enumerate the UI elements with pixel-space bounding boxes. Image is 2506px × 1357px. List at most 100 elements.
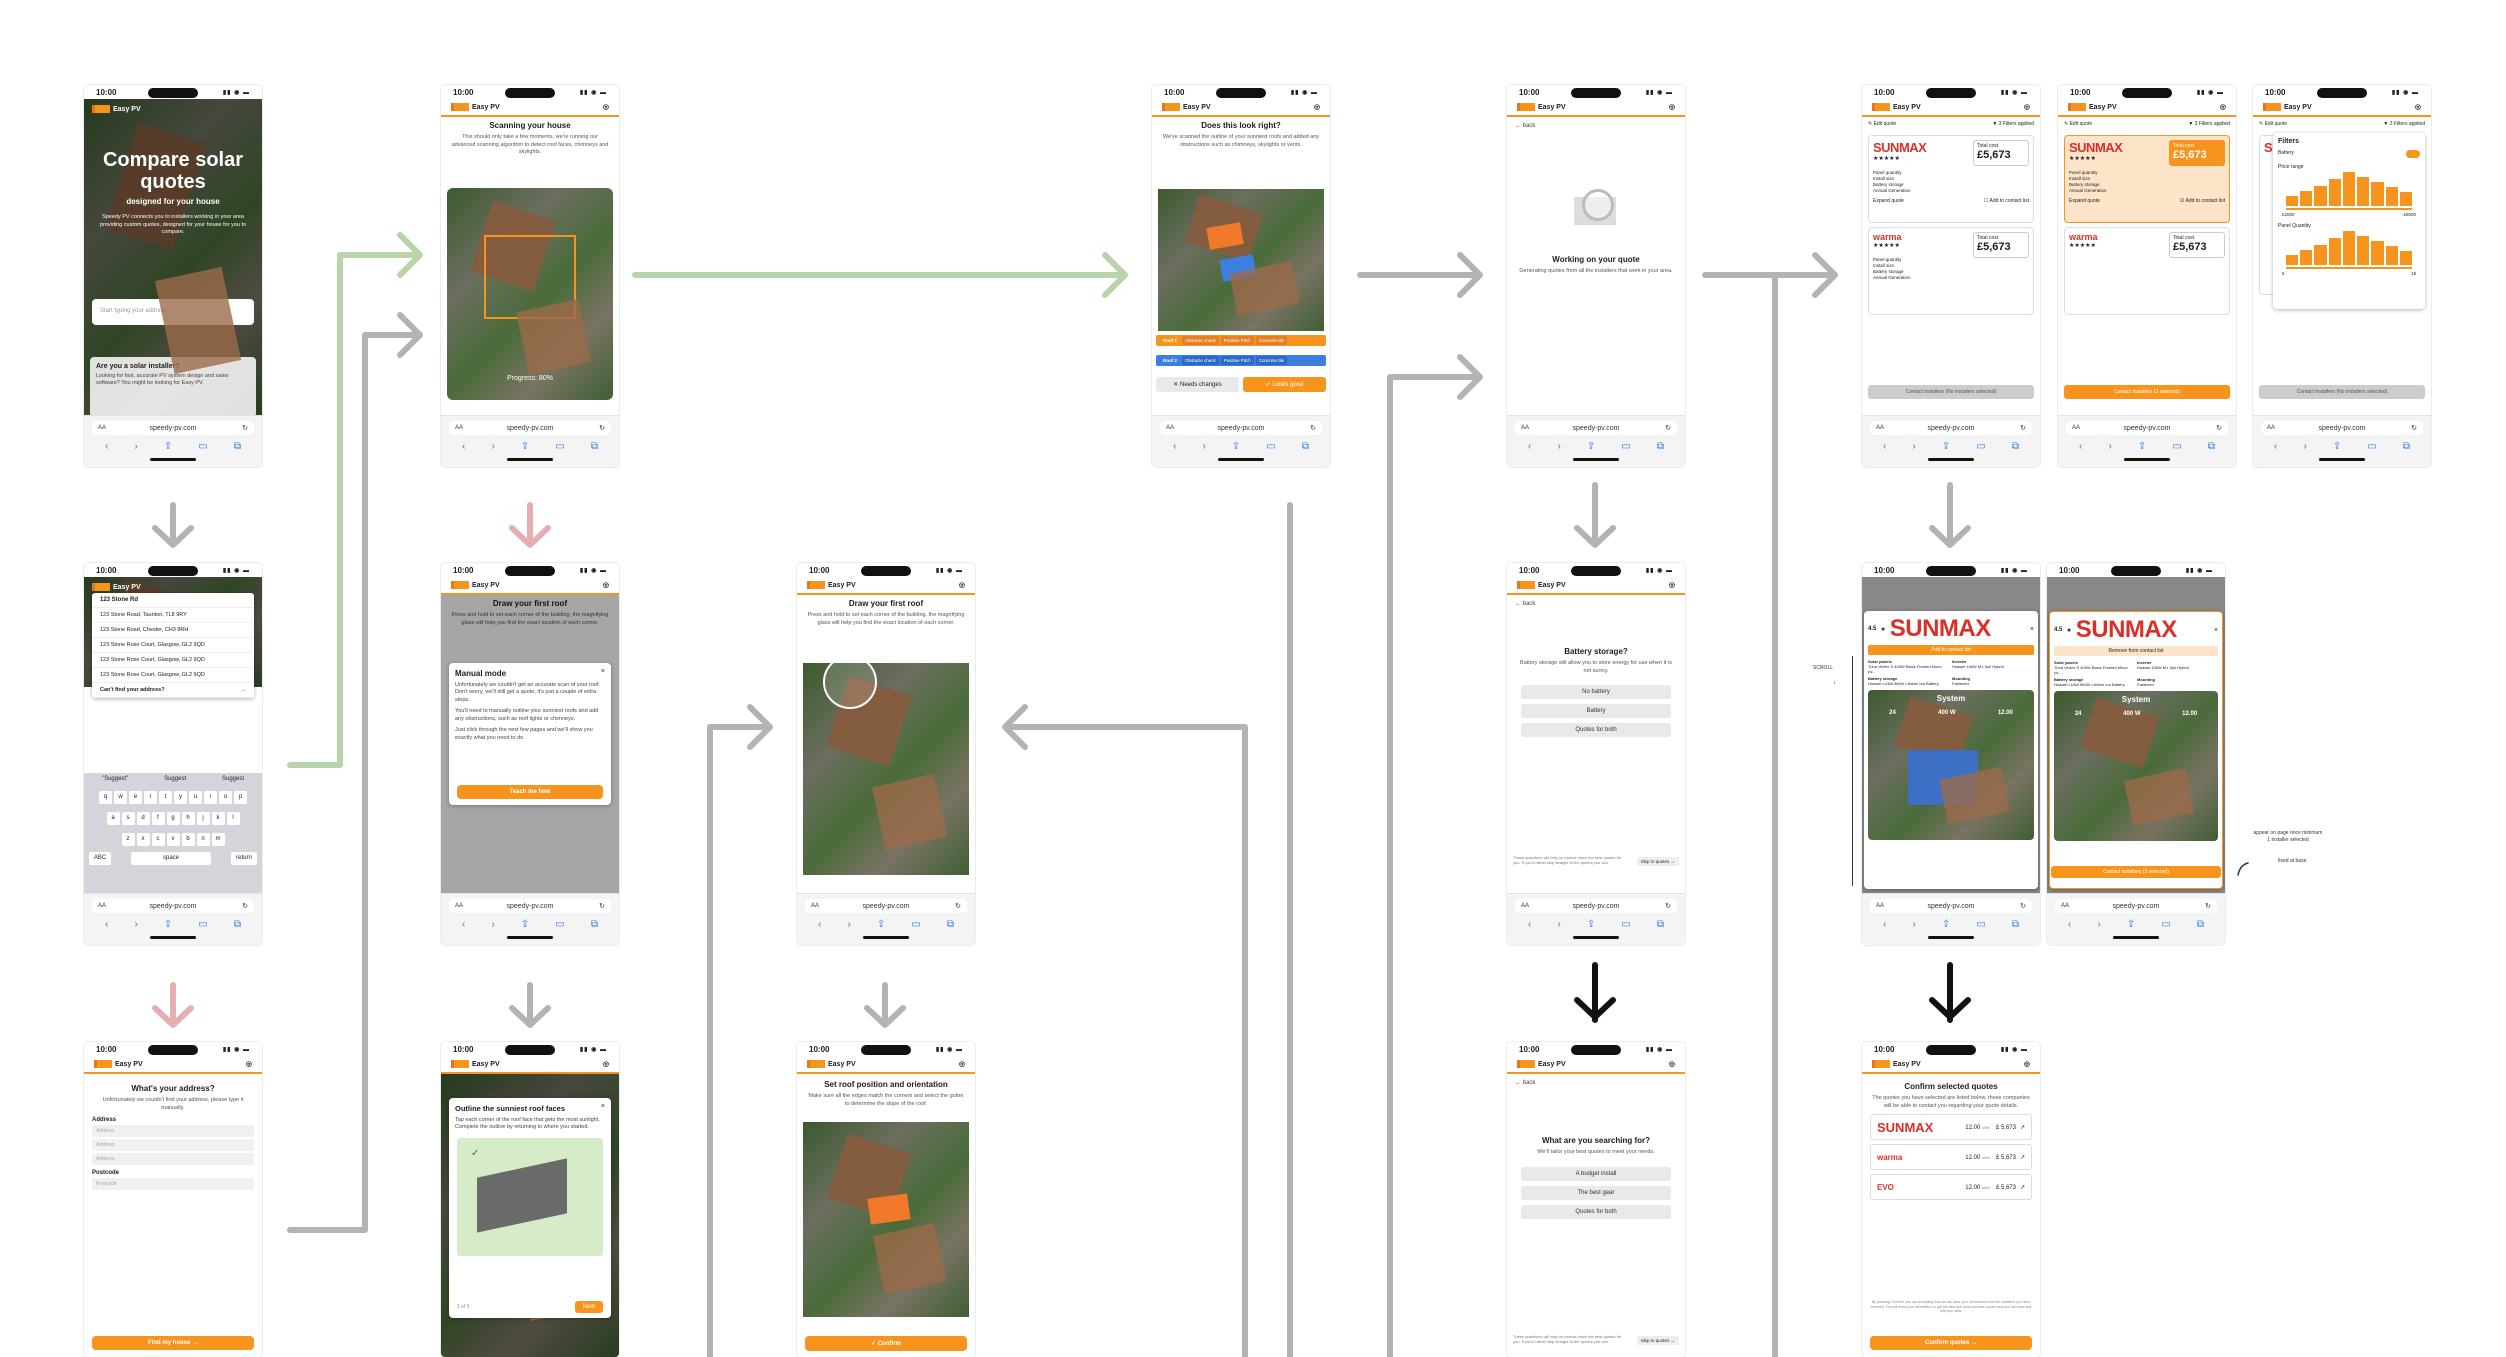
contact-button[interactable]: Contact installers (3 selected) — [2051, 866, 2221, 878]
option-battery[interactable]: Battery — [1521, 704, 1671, 719]
key[interactable]: k — [211, 812, 225, 825]
key[interactable]: s — [121, 812, 135, 825]
key[interactable]: p — [234, 791, 247, 804]
postcode-field[interactable]: Postcode — [92, 1178, 254, 1191]
key[interactable]: i — [204, 791, 217, 804]
filters-link[interactable]: ▼ 3 Filters applied — [1992, 121, 2034, 127]
key[interactable]: z — [121, 833, 135, 846]
close-icon[interactable]: × — [600, 668, 605, 675]
back-icon[interactable]: ‹ — [105, 441, 109, 452]
suggestion[interactable]: "Suggest" — [101, 776, 129, 782]
key[interactable]: l — [226, 812, 240, 825]
skip-button[interactable]: Skip to quotes → — [1636, 857, 1679, 866]
address-option[interactable]: 123 Stone Rose Court, Glasgow, GL2 9QD — [92, 668, 254, 683]
back-link[interactable]: ← back — [1515, 123, 1536, 129]
reload-icon[interactable]: ↻ — [242, 903, 248, 910]
key[interactable]: t — [159, 791, 172, 804]
key[interactable]: n — [196, 833, 210, 846]
key[interactable]: q — [99, 791, 112, 804]
contact-button-disabled[interactable]: Contact installers (No installers select… — [1868, 385, 2034, 399]
remove-from-list-button[interactable]: Remove from contact list — [2054, 646, 2218, 656]
add-to-list-button[interactable]: Add to contact list — [1868, 645, 2034, 655]
key[interactable]: m — [211, 833, 225, 846]
price-slider[interactable] — [2286, 208, 2412, 210]
add-to-list-button[interactable]: ☐ Add to contact list — [1983, 198, 2029, 205]
roof-overlay[interactable] — [867, 1193, 912, 1225]
return-key[interactable]: return — [231, 852, 257, 865]
battery-toggle[interactable] — [2406, 150, 2420, 158]
external-link-icon[interactable]: ↗ — [2019, 1124, 2025, 1131]
edit-quote-link[interactable]: ✎ Edit quote — [1868, 121, 1897, 127]
menu-icon[interactable]: ◎ — [602, 104, 609, 111]
key[interactable]: w — [114, 791, 127, 804]
key[interactable]: f — [151, 812, 165, 825]
key[interactable]: o — [219, 791, 232, 804]
tabs-icon[interactable]: ⧉ — [233, 441, 241, 452]
expand-button[interactable]: Expand quote — [1873, 198, 1904, 205]
confirm-button[interactable]: ✓ Confirm — [805, 1336, 967, 1351]
address-line-1[interactable]: Address — [92, 1125, 254, 1138]
key[interactable]: j — [196, 812, 210, 825]
manual-mode-modal: Manual mode× Unfortunately we couldn't g… — [449, 663, 611, 805]
key[interactable]: d — [136, 812, 150, 825]
address-option[interactable]: 123 Stone Rose Court, Glasgow, GL2 9QD — [92, 653, 254, 668]
share-icon[interactable]: ⇪ — [163, 441, 173, 452]
key[interactable]: h — [181, 812, 195, 825]
skip-button[interactable]: Skip to quotes → — [1636, 1336, 1679, 1345]
menu-icon[interactable]: ◎ — [245, 1061, 252, 1068]
address-line-2[interactable]: Address — [92, 1139, 254, 1152]
teach-me-button[interactable]: Teach me how — [457, 785, 603, 799]
external-link-icon[interactable]: ↗ — [2019, 1184, 2025, 1191]
suggestion[interactable]: Suggest — [164, 776, 187, 782]
close-icon[interactable]: × — [600, 1103, 605, 1110]
abc-key[interactable]: ABC — [89, 852, 111, 865]
bookmarks-icon[interactable]: ▭ — [198, 441, 208, 452]
key[interactable]: y — [174, 791, 187, 804]
cant-find-link[interactable]: Can't find your address? → — [92, 683, 254, 698]
key[interactable]: c — [151, 833, 165, 846]
find-house-button[interactable]: Find my house → — [92, 1336, 254, 1350]
address-line-3[interactable]: Address — [92, 1153, 254, 1166]
next-button[interactable]: Next — [574, 1301, 603, 1313]
key[interactable]: a — [106, 812, 120, 825]
kw-value: 12.00 — [1965, 1124, 1981, 1131]
reload-icon[interactable]: ↻ — [242, 425, 248, 432]
roof-map[interactable] — [803, 663, 969, 875]
suggestion[interactable]: Suggest — [222, 776, 245, 782]
key[interactable]: v — [166, 833, 180, 846]
quantity-slider[interactable] — [2286, 267, 2412, 269]
roof-map[interactable] — [803, 1122, 969, 1317]
address-query[interactable]: 123 Stone Rd — [92, 593, 254, 608]
needs-changes-button[interactable]: ✕ Needs changes — [1156, 377, 1239, 392]
address-option[interactable]: 123 Stone Road, Chester, CH3 8RH — [92, 623, 254, 638]
key[interactable]: b — [181, 833, 195, 846]
looks-good-button[interactable]: ✓ Looks good — [1243, 377, 1326, 392]
option-both[interactable]: Quotes for both — [1521, 1204, 1671, 1219]
option-best-gear[interactable]: The best gear — [1521, 1185, 1671, 1200]
contact-button[interactable]: Contact installers (3 selected) — [2064, 385, 2230, 399]
address-input[interactable]: Start typing your address — [92, 299, 254, 325]
key[interactable]: e — [129, 791, 142, 804]
back-link[interactable]: ← back — [1515, 601, 1536, 607]
key[interactable]: g — [166, 812, 180, 825]
forward-icon[interactable]: › — [134, 441, 138, 452]
option-budget[interactable]: A budget install — [1521, 1166, 1671, 1181]
key[interactable]: x — [136, 833, 150, 846]
option-both[interactable]: Quotes for both — [1521, 723, 1671, 738]
key[interactable]: u — [189, 791, 202, 804]
space-key[interactable]: space — [131, 852, 211, 865]
address-option[interactable]: 123 Stone Road, Taunton, TL8 9RY — [92, 608, 254, 623]
option-no-battery[interactable]: No battery — [1521, 685, 1671, 700]
confirm-quotes-button[interactable]: Confirm quotes → — [1870, 1336, 2032, 1350]
close-icon[interactable]: × — [2029, 625, 2034, 633]
external-link-icon[interactable]: ↗ — [2019, 1154, 2025, 1161]
address-option[interactable]: 123 Stone Rose Court, Glasgow, GL2 9QD — [92, 638, 254, 653]
key[interactable]: r — [144, 791, 157, 804]
back-link[interactable]: ← back — [1515, 1080, 1536, 1086]
